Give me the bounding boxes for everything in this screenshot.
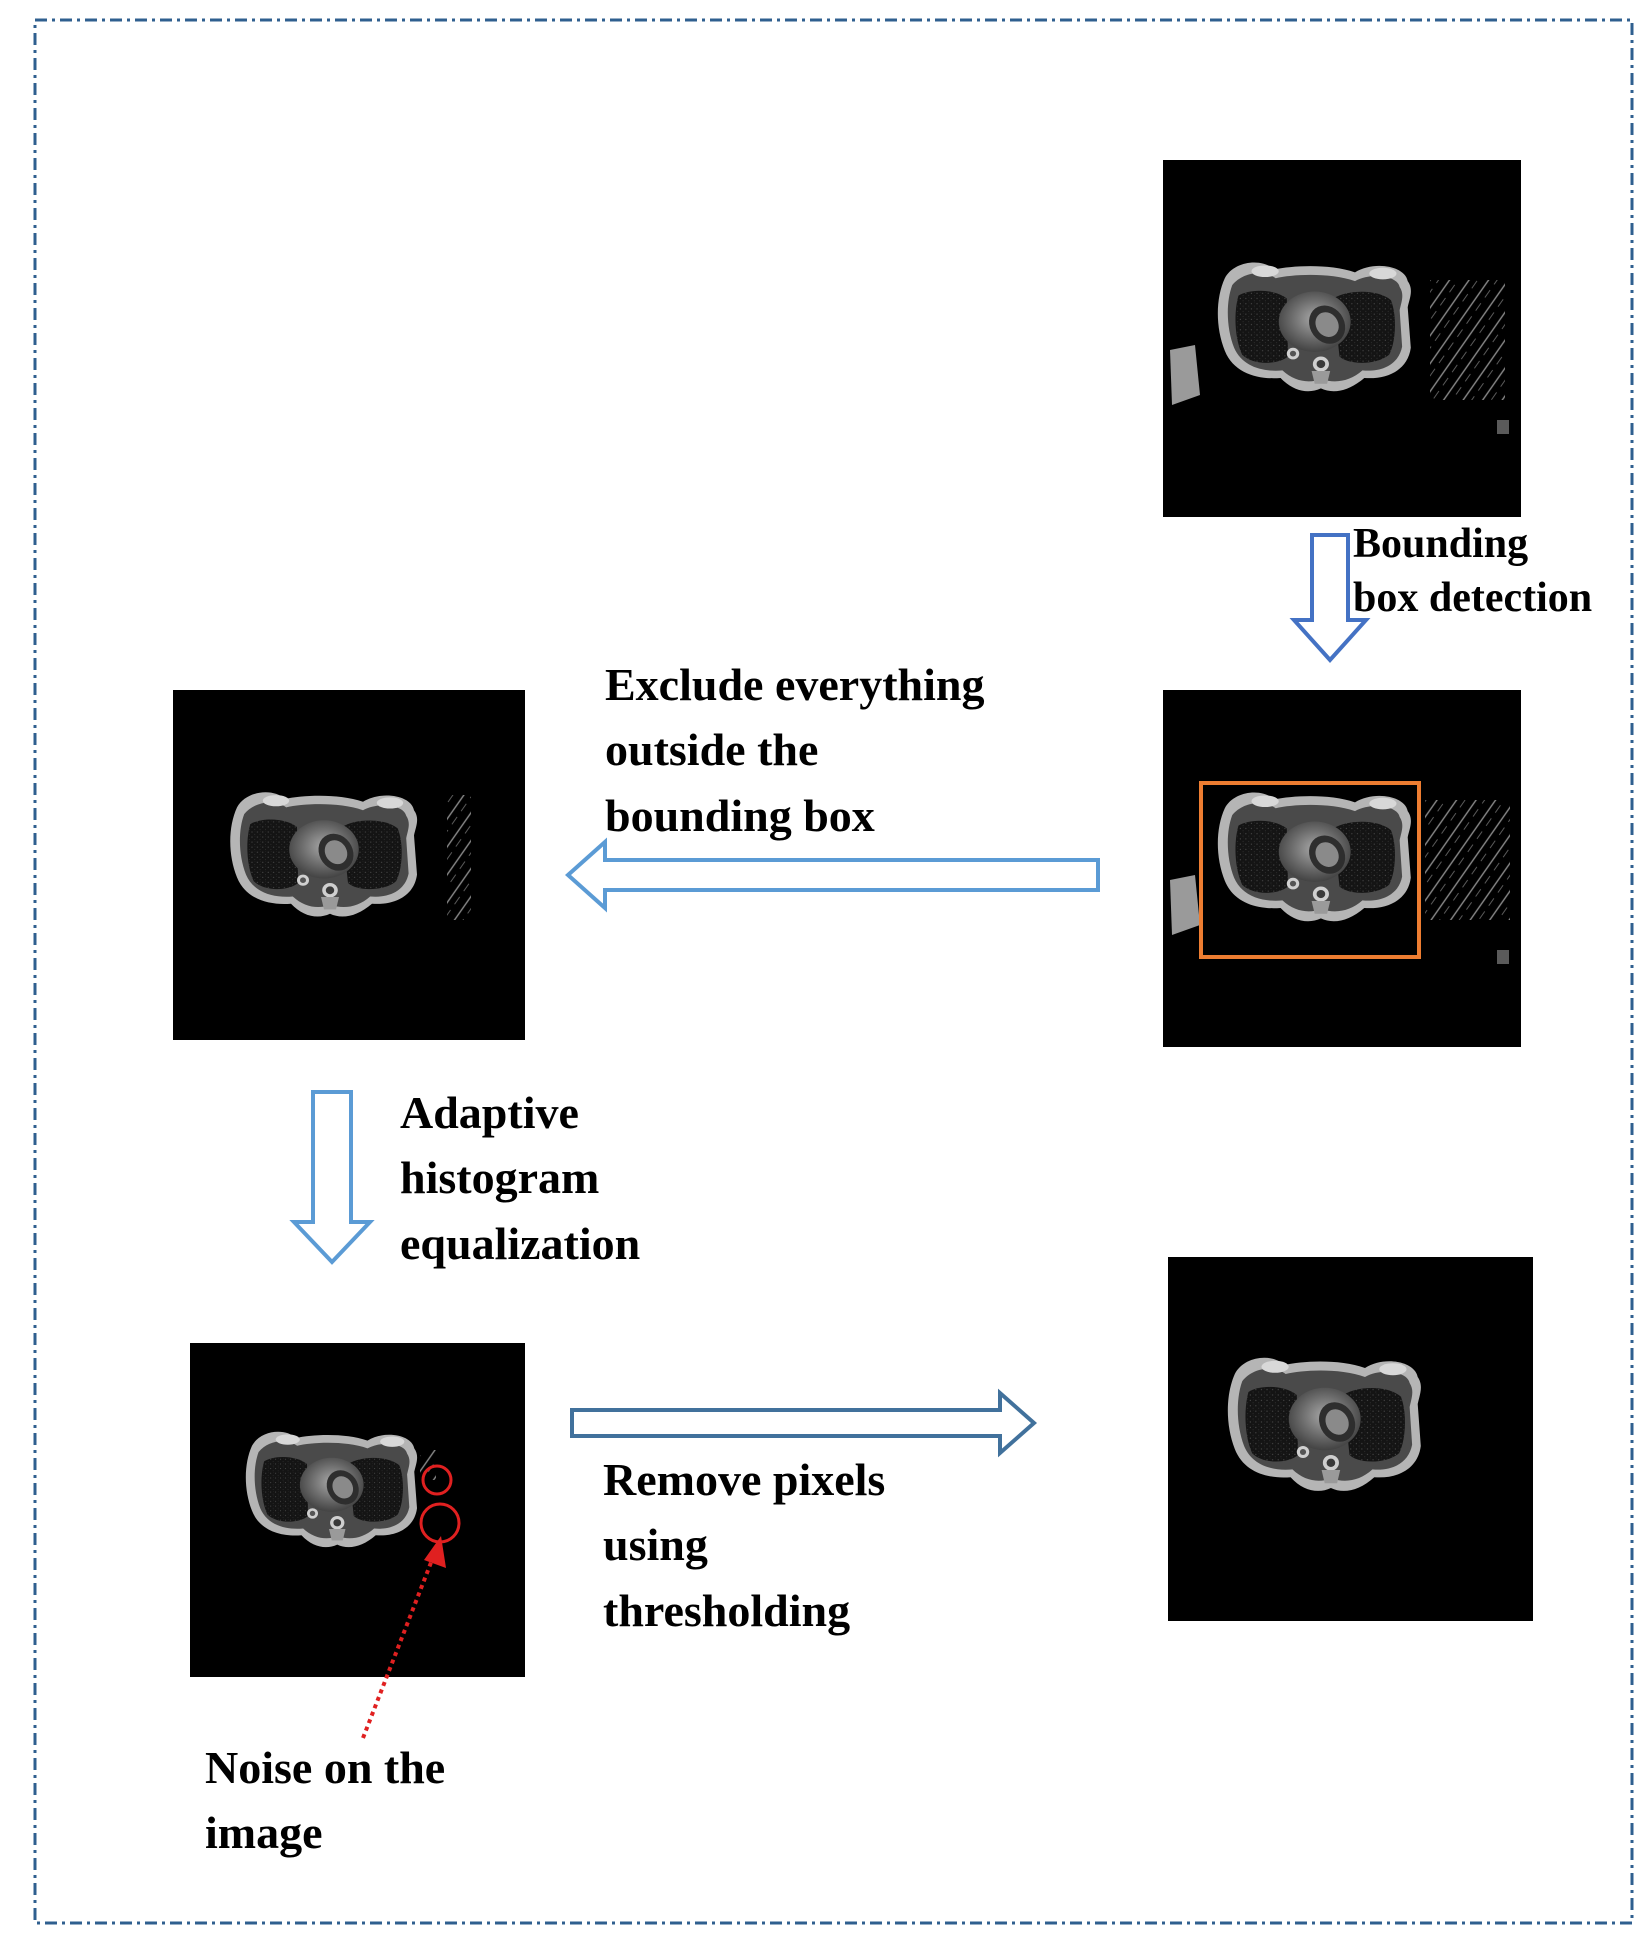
label-line: box detection (1353, 574, 1593, 621)
label-exclude-outside-bbox: Exclude everything outside the bounding … (605, 652, 984, 848)
original-scan-image (1163, 160, 1521, 517)
noise-marker-small (421, 1464, 453, 1496)
bounding-box-scan-image (1163, 690, 1521, 1047)
label-remove-pixels: Remove pixels using thresholding (603, 1447, 885, 1643)
arrow-down-histogram (289, 1090, 375, 1265)
label-line: outside the (605, 724, 819, 776)
equalized-scan-image (190, 1343, 525, 1677)
label-adaptive-histogram: Adaptive histogram equalization (400, 1080, 640, 1276)
label-line: using (603, 1519, 708, 1571)
label-line: bounding box (605, 789, 875, 841)
label-noise-on-image: Noise on the image (205, 1735, 445, 1866)
label-line: equalization (400, 1217, 641, 1269)
label-line: thresholding (603, 1584, 851, 1636)
label-line: Bounding (1353, 521, 1529, 567)
label-bounding-box-detection: Bounding box detection (1353, 518, 1592, 626)
bounding-box-rectangle (1199, 781, 1421, 959)
label-line: Exclude everything (605, 659, 985, 710)
label-line: image (205, 1807, 323, 1859)
thresholded-scan-image (1168, 1257, 1533, 1621)
label-line: histogram (400, 1152, 600, 1204)
arrow-left-exclude (564, 837, 1100, 913)
label-line: Remove pixels (603, 1454, 886, 1505)
cropped-scan-image (173, 690, 525, 1040)
arrow-down-bbox-detection (1289, 533, 1371, 663)
label-line: Noise on the (205, 1742, 446, 1793)
noise-pointer-arrow (361, 1536, 446, 1739)
arrow-right-threshold (570, 1388, 1038, 1458)
label-line: Adaptive (400, 1087, 579, 1138)
